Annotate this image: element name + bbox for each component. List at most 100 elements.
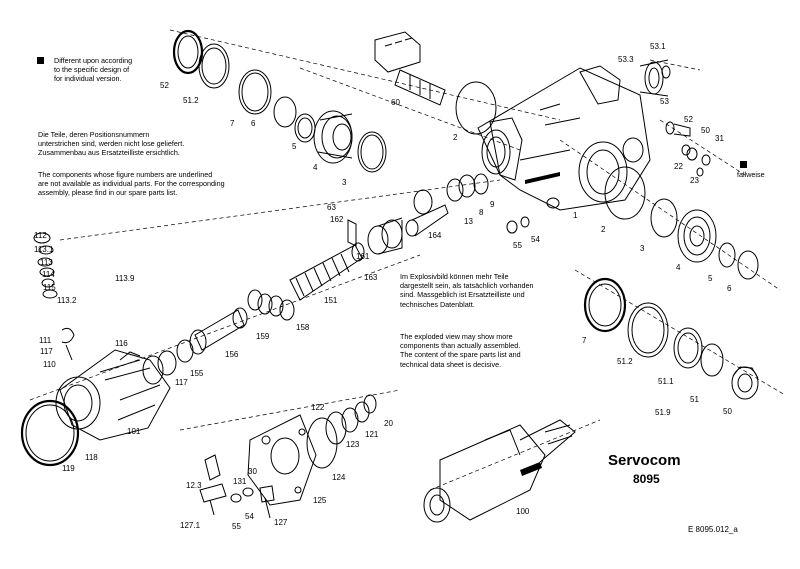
product-title: Servocom: [608, 452, 681, 469]
part-number-label: 118: [85, 453, 98, 462]
part-rings-158-159: [247, 289, 295, 321]
part-ring-2-top: [455, 81, 497, 135]
part-nut-50: [731, 366, 759, 400]
note-exploded-view-de: Im Explosivbild können mehr Teile darges…: [400, 272, 534, 309]
part-rings-122-124: [306, 394, 377, 469]
part-number-label: 4: [676, 263, 681, 272]
part-ring-6-right: [737, 250, 759, 280]
note-fallweise: fallweise: [737, 170, 765, 179]
part-number-label: 7: [582, 336, 587, 345]
part-number-label: 50: [723, 407, 732, 416]
part-number-label: 125: [313, 496, 327, 505]
part-number-label: 122: [311, 403, 325, 412]
part-ring-3-top: [357, 131, 387, 173]
part-number-label: 155: [190, 369, 204, 378]
part-number-label: 31: [715, 134, 724, 143]
drawing-code: E 8095.012_a: [688, 525, 738, 534]
part-number-label: 53.3: [618, 55, 634, 64]
part-number-label: 13: [464, 217, 473, 226]
part-worm-151: [289, 242, 365, 301]
part-number-label: 2: [601, 225, 606, 234]
part-number-label: 55: [232, 522, 241, 531]
part-number-label: 114: [42, 270, 55, 279]
note-different-versions: Different upon according to the specific…: [54, 56, 133, 84]
part-number-label: 117: [40, 347, 53, 356]
part-ring-3-right: [650, 198, 678, 238]
part-number-label: 112: [34, 231, 47, 240]
part-number-label: 1: [573, 211, 578, 220]
part-number-label: 101: [127, 427, 141, 436]
part-ring-7: [238, 69, 272, 115]
part-number-label: 124: [332, 473, 346, 482]
part-number-label: 51.1: [658, 377, 674, 386]
part-pin-162: [347, 219, 357, 247]
part-number-label: 151: [324, 296, 338, 305]
assembly-axis-lines: [29, 29, 786, 491]
part-bearing-4: [313, 110, 353, 164]
part-housing-1: [477, 65, 651, 211]
part-complete-unit-100: [423, 419, 576, 523]
note-underlined-parts-de: Die Teile, deren Positionsnummern unters…: [38, 130, 185, 158]
part-number-label: 55: [513, 241, 522, 250]
part-number-label: 156: [225, 350, 239, 359]
part-number-label: 2: [453, 133, 458, 142]
part-ring-51-2: [198, 43, 230, 89]
part-number-label: 52: [684, 115, 693, 124]
part-ring-2-right: [604, 166, 646, 220]
part-sleeve-156: [189, 307, 248, 355]
part-number-label: 9: [490, 200, 495, 209]
part-number-label: 51.2: [617, 357, 633, 366]
part-ring-7-right: [583, 277, 627, 333]
part-number-label: 113: [40, 258, 53, 267]
part-number-label: 127.1: [180, 521, 201, 530]
part-number-label: 113.2: [57, 296, 77, 305]
part-number-label: 117: [175, 378, 188, 387]
part-valve-53: [639, 59, 671, 97]
part-number-label: 100: [516, 507, 530, 516]
part-number-label: 12.3: [186, 481, 202, 490]
part-seal-ring-119: [20, 399, 80, 467]
part-seal-5-right: [718, 242, 736, 268]
part-number-label: 53: [660, 97, 669, 106]
note-underlined-parts-en: The components whose figure numbers are …: [38, 170, 225, 198]
part-number-label: 131: [233, 477, 247, 486]
part-number-label: 52: [160, 81, 169, 90]
part-number-label: 159: [256, 332, 270, 341]
part-number-label: 6: [727, 284, 732, 293]
part-number-label: 8: [479, 208, 484, 217]
part-number-label: 53.1: [650, 42, 666, 51]
part-number-label: 158: [296, 323, 310, 332]
part-number-label: 163: [364, 273, 378, 282]
part-number-label: 5: [708, 274, 713, 283]
part-piston-161: [367, 204, 449, 255]
part-number-label: 121: [365, 430, 379, 439]
part-number-label: 161: [356, 252, 370, 261]
part-number-label: 51: [690, 395, 699, 404]
part-number-label: 50: [701, 126, 710, 135]
part-number-label: 20: [384, 419, 393, 428]
part-cover-125: [247, 414, 317, 506]
part-number-label: 51.2: [183, 96, 199, 105]
part-number-label: 162: [330, 215, 344, 224]
part-number-label: 23: [690, 176, 699, 185]
part-clip-110: [61, 327, 75, 361]
part-number-label: 30: [248, 467, 257, 476]
part-number-label: 123: [346, 440, 360, 449]
part-number-label: 54: [531, 235, 540, 244]
part-ring-6: [273, 96, 297, 128]
part-number-label: 22: [674, 162, 683, 171]
part-number-label: 127: [274, 518, 288, 527]
part-number-label: 113.1: [34, 245, 54, 254]
part-small-stack-113: [33, 232, 58, 299]
part-number-label: 111: [39, 336, 52, 345]
part-input-shaft-60: [374, 31, 446, 106]
note-exploded-view-en: The exploded view may show more componen…: [400, 332, 521, 369]
part-number-label: 54: [245, 512, 254, 521]
part-ring-51: [700, 343, 724, 377]
part-ring-51-1: [673, 327, 703, 369]
part-number-label: 164: [428, 231, 442, 240]
part-number-label: 63: [327, 203, 336, 212]
legend-marker: [37, 57, 44, 64]
